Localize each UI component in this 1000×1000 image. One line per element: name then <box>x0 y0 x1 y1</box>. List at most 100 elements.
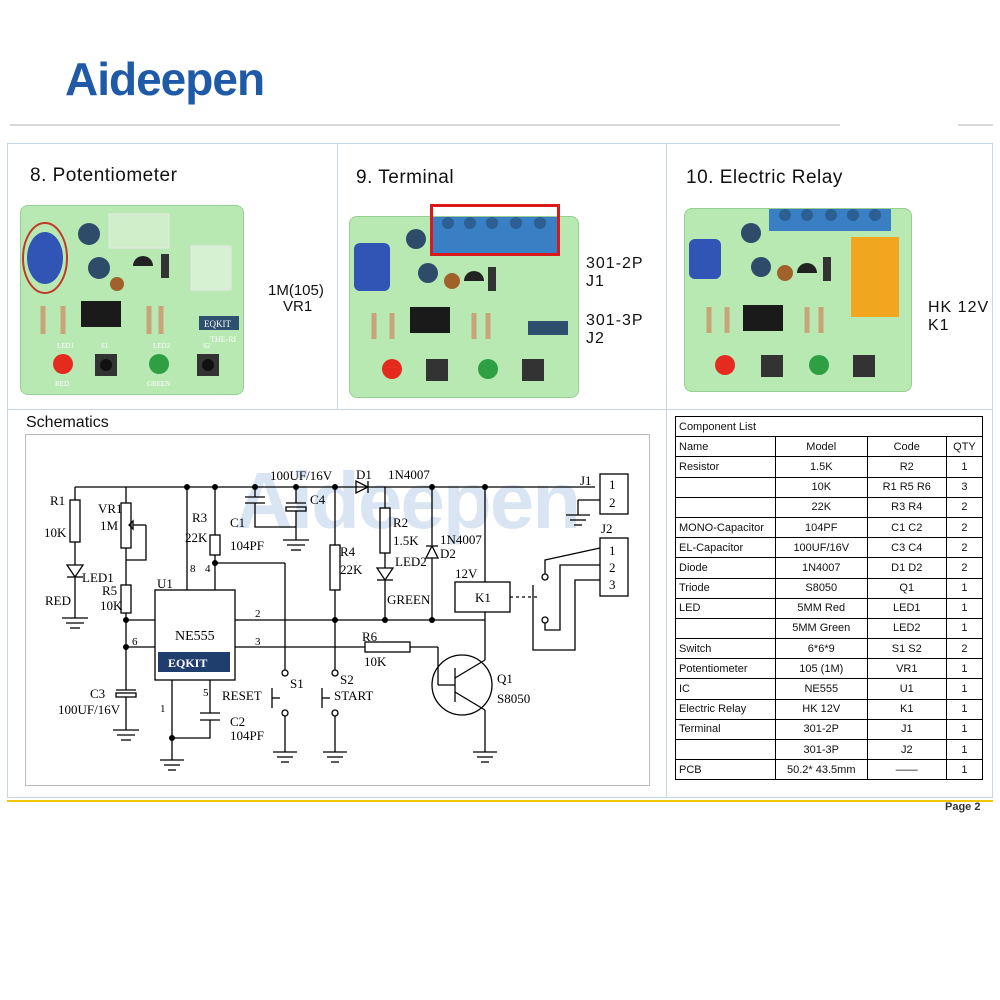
pin6-label: 6 <box>132 636 138 648</box>
pcb-photo-relay <box>684 208 912 392</box>
cell-qty: 2 <box>945 537 984 559</box>
header-code: Code <box>866 436 947 458</box>
q1-value: S8050 <box>497 691 530 706</box>
j2-code-label: J2 <box>586 330 605 347</box>
start-label: START <box>334 688 373 703</box>
cell-code: LED2 <box>866 617 947 640</box>
cell-model: NE555 <box>774 678 868 700</box>
green-label: GREEN <box>387 592 431 607</box>
pcb-brand: EQKIT <box>204 319 231 329</box>
d2-value: 1N4007 <box>440 532 482 547</box>
cell-model: 50.2* 43.5mm <box>774 759 868 781</box>
cell-model: 1N4007 <box>774 557 868 579</box>
cell-name: PCB <box>675 759 776 781</box>
content-frame <box>7 143 993 798</box>
cell-qty: 3 <box>945 476 984 498</box>
q1-label: Q1 <box>497 671 513 686</box>
j1-pin1: 1 <box>609 477 616 492</box>
r5-value: 10K <box>100 598 123 613</box>
r5-label: R5 <box>102 583 117 598</box>
panel-title-potentiometer: 8. Potentiometer <box>30 165 178 186</box>
j1-code-label: J1 <box>586 273 605 290</box>
pin1-label: 1 <box>160 703 166 715</box>
pcb-s1-label: S1 <box>101 342 109 350</box>
panel-title-relay: 10. Electric Relay <box>686 167 843 188</box>
cell-model: HK 12V <box>774 698 868 720</box>
cell-qty: 1 <box>945 698 984 720</box>
cell-model: 105 (1M) <box>774 658 868 680</box>
led2-label: LED2 <box>395 554 427 569</box>
reset-label: RESET <box>222 688 262 703</box>
cell-model: 104PF <box>774 516 868 539</box>
j2-label: J2 <box>601 521 613 536</box>
c2-label: C2 <box>230 714 245 729</box>
d2-label: D2 <box>440 546 456 561</box>
cell-name <box>675 617 776 640</box>
watermark: Aideepen <box>235 456 581 545</box>
header-divider-right <box>958 124 993 126</box>
r1-value: 10K <box>44 525 67 540</box>
j2-pin1: 1 <box>609 543 616 558</box>
j2-pin2: 2 <box>609 560 616 575</box>
pcb-green-label: GREEN <box>147 380 170 388</box>
pcb-photo: EQKIT THE-RI LED1 LED2 RED GREEN S1 S2 <box>20 205 244 395</box>
u1-label: U1 <box>157 576 173 591</box>
vr1-value-label: 1M(105) <box>268 282 324 299</box>
schematic-frame <box>25 434 650 786</box>
cell-code: R1 R5 R6 <box>866 476 947 498</box>
page-number: Page 2 <box>945 801 981 813</box>
r6-value: 10K <box>364 654 387 669</box>
r4-label: R4 <box>340 544 356 559</box>
cell-model: 5MM Green <box>774 617 868 640</box>
cell-model: 10K <box>774 476 868 498</box>
cell-qty: 1 <box>945 678 984 700</box>
r2-label: R2 <box>393 515 408 530</box>
pcb-led2-label: LED2 <box>153 342 171 350</box>
cell-model: 6*6*9 <box>774 638 868 660</box>
c1-value: 104PF <box>230 538 264 553</box>
r1-label: R1 <box>50 493 65 508</box>
pcb-s2-label: S2 <box>203 342 211 350</box>
cell-qty: 1 <box>945 577 984 599</box>
ne555-label: NE555 <box>175 629 215 644</box>
component-list-title: Component List <box>675 415 983 438</box>
r3-value: 22K <box>185 530 208 545</box>
cell-name <box>675 476 776 498</box>
cell-name: LED <box>675 597 776 619</box>
k1-code-label: K1 <box>928 317 950 334</box>
eqkit-label: EQKIT <box>168 656 207 670</box>
cell-qty: 1 <box>945 456 984 478</box>
cell-model: 301-2P <box>774 718 868 741</box>
pcb-red-label: RED <box>55 380 69 388</box>
c3-value: 100UF/16V <box>58 702 121 717</box>
cell-code: U1 <box>866 678 947 700</box>
cell-name <box>675 738 776 761</box>
header-model: Model <box>774 436 868 458</box>
cell-name: IC <box>675 678 776 700</box>
cell-qty: 2 <box>945 496 984 518</box>
footer-bar <box>7 800 993 812</box>
cell-code: —— <box>866 759 947 781</box>
cell-name: Triode <box>675 577 776 599</box>
schematic-diagram: R1 10K VR1 1M LED1 RED R5 10K U1 NE555 E… <box>44 467 629 771</box>
c2-value: 104PF <box>230 728 264 743</box>
r2-value: 1.5K <box>393 533 419 548</box>
cell-code: VR1 <box>866 658 947 680</box>
panel-divider <box>666 143 667 798</box>
cell-name: Electric Relay <box>675 698 776 720</box>
r3-label: R3 <box>192 510 207 525</box>
cell-code: K1 <box>866 698 947 720</box>
row-divider <box>7 409 993 410</box>
cell-code: R3 R4 <box>866 496 947 518</box>
terminal-highlight-box <box>430 204 560 256</box>
j1-pin2: 2 <box>609 495 616 510</box>
r4-value: 22K <box>340 562 363 577</box>
